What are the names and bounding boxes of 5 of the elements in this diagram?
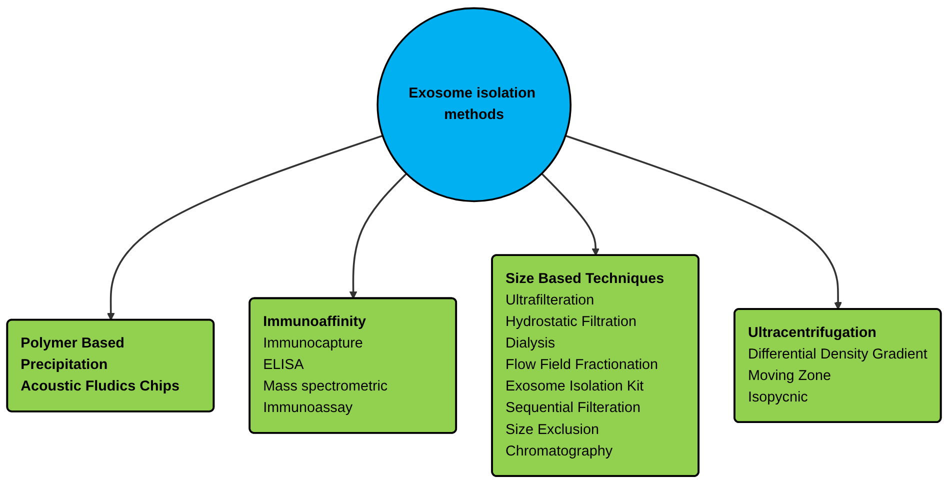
arrow [106, 135, 383, 321]
arrow [349, 173, 408, 300]
arrow [541, 173, 600, 256]
arrow [565, 135, 842, 310]
node-circle: Exosome isolation methods [376, 8, 572, 203]
